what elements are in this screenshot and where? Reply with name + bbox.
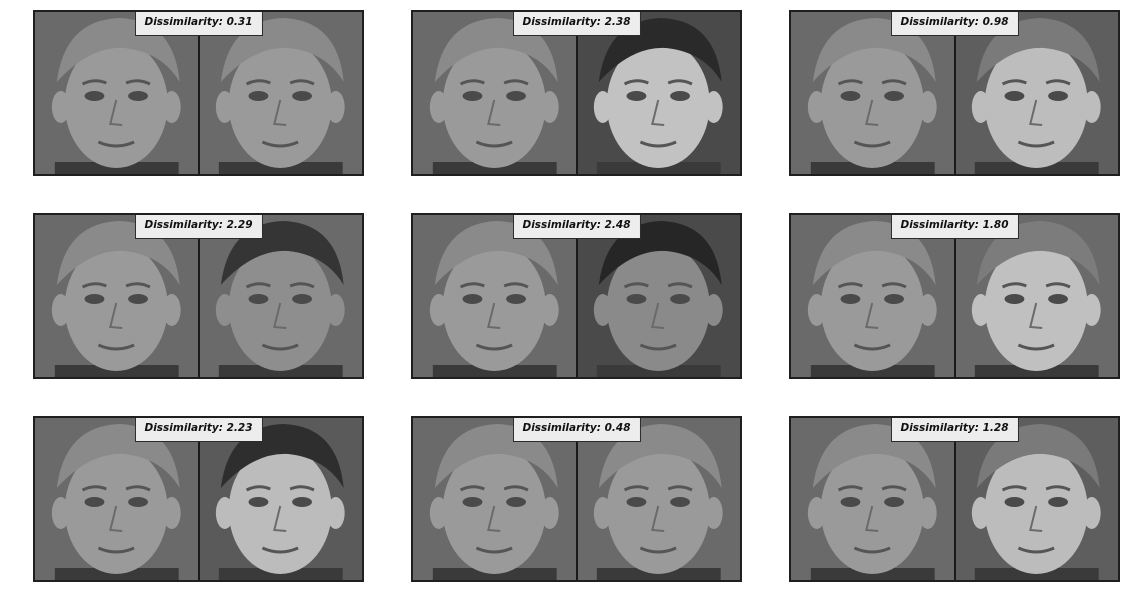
face-pair-panel: Dissimilarity: 0.31 bbox=[33, 10, 364, 176]
dissimilarity-label: Dissimilarity: 2.23 bbox=[134, 418, 263, 442]
comparison-face-image bbox=[198, 418, 362, 580]
comparison-face-image bbox=[576, 12, 740, 174]
face-pair-panel: Dissimilarity: 2.48 bbox=[411, 213, 742, 379]
comparison-face-image bbox=[576, 418, 740, 580]
reference-face-image bbox=[35, 418, 199, 580]
reference-face-image bbox=[413, 215, 577, 377]
panel-divider bbox=[197, 215, 200, 377]
dissimilarity-label: Dissimilarity: 0.48 bbox=[512, 418, 641, 442]
panel-divider bbox=[197, 12, 200, 174]
comparison-face-image bbox=[198, 215, 362, 377]
panel-divider bbox=[197, 418, 200, 580]
face-pair-panel: Dissimilarity: 2.38 bbox=[411, 10, 742, 176]
panel-divider bbox=[953, 215, 956, 377]
panel-divider bbox=[953, 418, 956, 580]
reference-face-image bbox=[791, 418, 955, 580]
reference-face-image bbox=[791, 215, 955, 377]
dissimilarity-label: Dissimilarity: 2.38 bbox=[512, 12, 641, 36]
comparison-face-image bbox=[576, 215, 740, 377]
dissimilarity-label: Dissimilarity: 1.28 bbox=[890, 418, 1019, 442]
comparison-face-image bbox=[954, 215, 1118, 377]
face-pair-panel: Dissimilarity: 1.80 bbox=[789, 213, 1120, 379]
face-pair-panel: Dissimilarity: 1.28 bbox=[789, 416, 1120, 582]
comparison-face-image bbox=[954, 12, 1118, 174]
face-pair-panel: Dissimilarity: 2.29 bbox=[33, 213, 364, 379]
dissimilarity-label: Dissimilarity: 2.48 bbox=[512, 215, 641, 239]
reference-face-image bbox=[413, 418, 577, 580]
comparison-face-image bbox=[954, 418, 1118, 580]
panel-divider bbox=[575, 215, 578, 377]
face-pair-panel: Dissimilarity: 0.98 bbox=[789, 10, 1120, 176]
face-pair-panel: Dissimilarity: 0.48 bbox=[411, 416, 742, 582]
dissimilarity-label: Dissimilarity: 0.31 bbox=[134, 12, 263, 36]
dissimilarity-label: Dissimilarity: 0.98 bbox=[890, 12, 1019, 36]
reference-face-image bbox=[35, 215, 199, 377]
dissimilarity-label: Dissimilarity: 1.80 bbox=[890, 215, 1019, 239]
face-pair-panel: Dissimilarity: 2.23 bbox=[33, 416, 364, 582]
dissimilarity-label: Dissimilarity: 2.29 bbox=[134, 215, 263, 239]
reference-face-image bbox=[413, 12, 577, 174]
panel-divider bbox=[953, 12, 956, 174]
reference-face-image bbox=[35, 12, 199, 174]
panel-divider bbox=[575, 12, 578, 174]
panel-divider bbox=[575, 418, 578, 580]
comparison-face-image bbox=[198, 12, 362, 174]
reference-face-image bbox=[791, 12, 955, 174]
